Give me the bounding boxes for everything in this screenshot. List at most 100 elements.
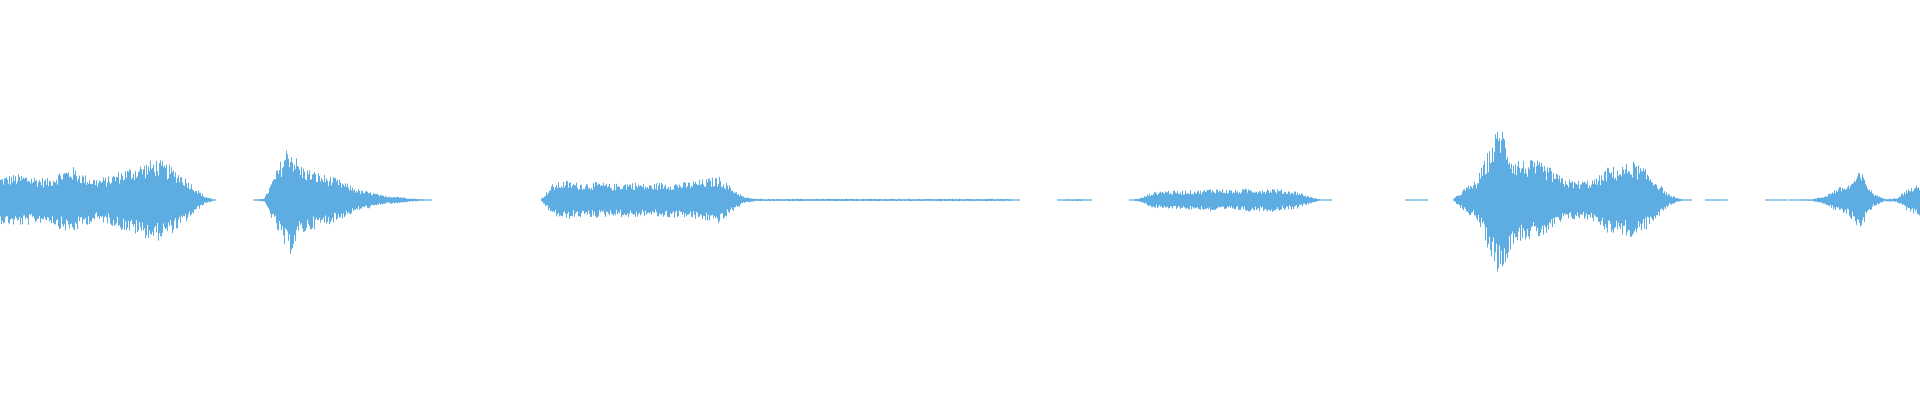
- waveform-bin: [1140, 193, 1152, 208]
- waveform-bin: [648, 182, 660, 217]
- waveform-bin: [660, 182, 672, 218]
- waveform-bin: [1320, 199, 1332, 201]
- waveform-bin: [48, 173, 60, 230]
- waveform-bin: [1680, 199, 1692, 201]
- waveform-bin: [192, 189, 204, 214]
- waveform-bin: [408, 198, 420, 202]
- waveform-bin: [1236, 188, 1248, 211]
- waveform-bin: [1188, 190, 1200, 210]
- waveform-bin: [1260, 189, 1272, 212]
- waveform-bin: [156, 160, 168, 241]
- waveform-bin: [1296, 192, 1308, 209]
- waveform-bin: [1536, 160, 1548, 237]
- waveform-bin: [1560, 178, 1572, 222]
- waveform-bin: [372, 193, 384, 206]
- waveform-bin: [600, 182, 612, 217]
- waveform-bin: [888, 198, 900, 202]
- waveform-bin: [720, 181, 732, 219]
- waveform-bin: [1644, 169, 1656, 230]
- waveform-bin: [960, 198, 972, 202]
- waveform-bin: [564, 180, 576, 219]
- waveform-bin: [132, 166, 144, 234]
- waveform-bin: [1572, 180, 1584, 220]
- waveform-bin: [1224, 190, 1236, 210]
- waveform-bin: [912, 198, 924, 202]
- waveform-bin: [288, 157, 300, 254]
- waveform-bin: [1716, 199, 1728, 201]
- waveform-bin: [1860, 174, 1872, 227]
- waveform-bin: [984, 198, 996, 202]
- waveform-bin: [324, 174, 336, 225]
- waveform-bin: [120, 169, 132, 231]
- waveform-bin: [792, 198, 804, 202]
- waveform-bin: [1848, 172, 1860, 225]
- waveform-bin: [1524, 160, 1536, 240]
- waveform-bin: [84, 175, 96, 225]
- waveform-bin: [1212, 189, 1224, 210]
- waveform-bin: [1656, 184, 1668, 216]
- waveform-bin: [696, 179, 708, 221]
- waveform-bin: [312, 172, 324, 230]
- waveform-bin: [1789, 199, 1800, 201]
- waveform-bin: [876, 198, 888, 202]
- waveform-bin: [168, 164, 180, 234]
- waveform-bin: [744, 197, 756, 203]
- waveform-bin: [1176, 190, 1188, 210]
- waveform-bin: [96, 177, 108, 224]
- waveform-bin: [996, 198, 1008, 202]
- waveform-bin: [1596, 167, 1608, 233]
- waveform-bin: [1464, 182, 1476, 216]
- waveform-bin: [924, 198, 936, 202]
- waveform-bin: [1632, 161, 1644, 235]
- waveform-bin: [828, 198, 840, 202]
- waveform-bin: [1800, 199, 1812, 201]
- waveform-bin: [384, 196, 396, 204]
- waveform-bin: [1884, 198, 1896, 202]
- waveform-bin: [1248, 189, 1260, 212]
- waveform-bin: [1705, 199, 1716, 201]
- waveform-bin: [1152, 191, 1164, 209]
- waveform-bin: [300, 167, 312, 232]
- waveform-bin: [804, 199, 816, 202]
- waveform-bin: [1129, 198, 1140, 202]
- waveform-bin: [1668, 194, 1680, 206]
- waveform-bin: [936, 198, 948, 202]
- waveform-bin: [708, 176, 720, 224]
- waveform-bin: [204, 197, 216, 204]
- waveform-bin: [1620, 163, 1632, 237]
- waveform-bin: [60, 172, 72, 231]
- waveform-bin: [552, 181, 564, 217]
- waveform-bin: [864, 198, 876, 202]
- waveform-bin: [780, 198, 792, 202]
- waveform-bin: [541, 186, 552, 212]
- waveform-bin: [180, 177, 192, 223]
- waveform-bin: [1284, 191, 1296, 210]
- waveform-bin: [1500, 131, 1512, 267]
- waveform-bin: [972, 198, 984, 202]
- waveform-bin: [336, 179, 348, 220]
- waveform-bin: [1200, 189, 1212, 211]
- waveform-bin: [348, 185, 360, 215]
- waveform-bin: [72, 167, 84, 231]
- waveform-bin: [948, 198, 960, 202]
- waveform-bin: [1776, 199, 1788, 201]
- waveform-bin: [108, 172, 120, 226]
- waveform-bin: [1765, 199, 1776, 201]
- waveform-bin: [1488, 131, 1500, 272]
- waveform-bin: [672, 182, 684, 218]
- waveform-bin: [588, 182, 600, 218]
- waveform-bin: [684, 181, 696, 219]
- waveform-bin: [0, 176, 12, 225]
- waveform-bin: [1512, 161, 1524, 244]
- waveform-bin: [612, 183, 624, 218]
- waveform-bin: [396, 196, 408, 204]
- waveform-bin: [1608, 166, 1620, 233]
- waveform-bin: [12, 174, 24, 225]
- waveform-bin: [900, 198, 912, 202]
- waveform-bin: [624, 182, 636, 218]
- waveform-bin: [636, 183, 648, 217]
- waveform-bin: [276, 150, 288, 245]
- waveform-bin: [1872, 193, 1884, 207]
- waveform-bin: [1896, 190, 1908, 211]
